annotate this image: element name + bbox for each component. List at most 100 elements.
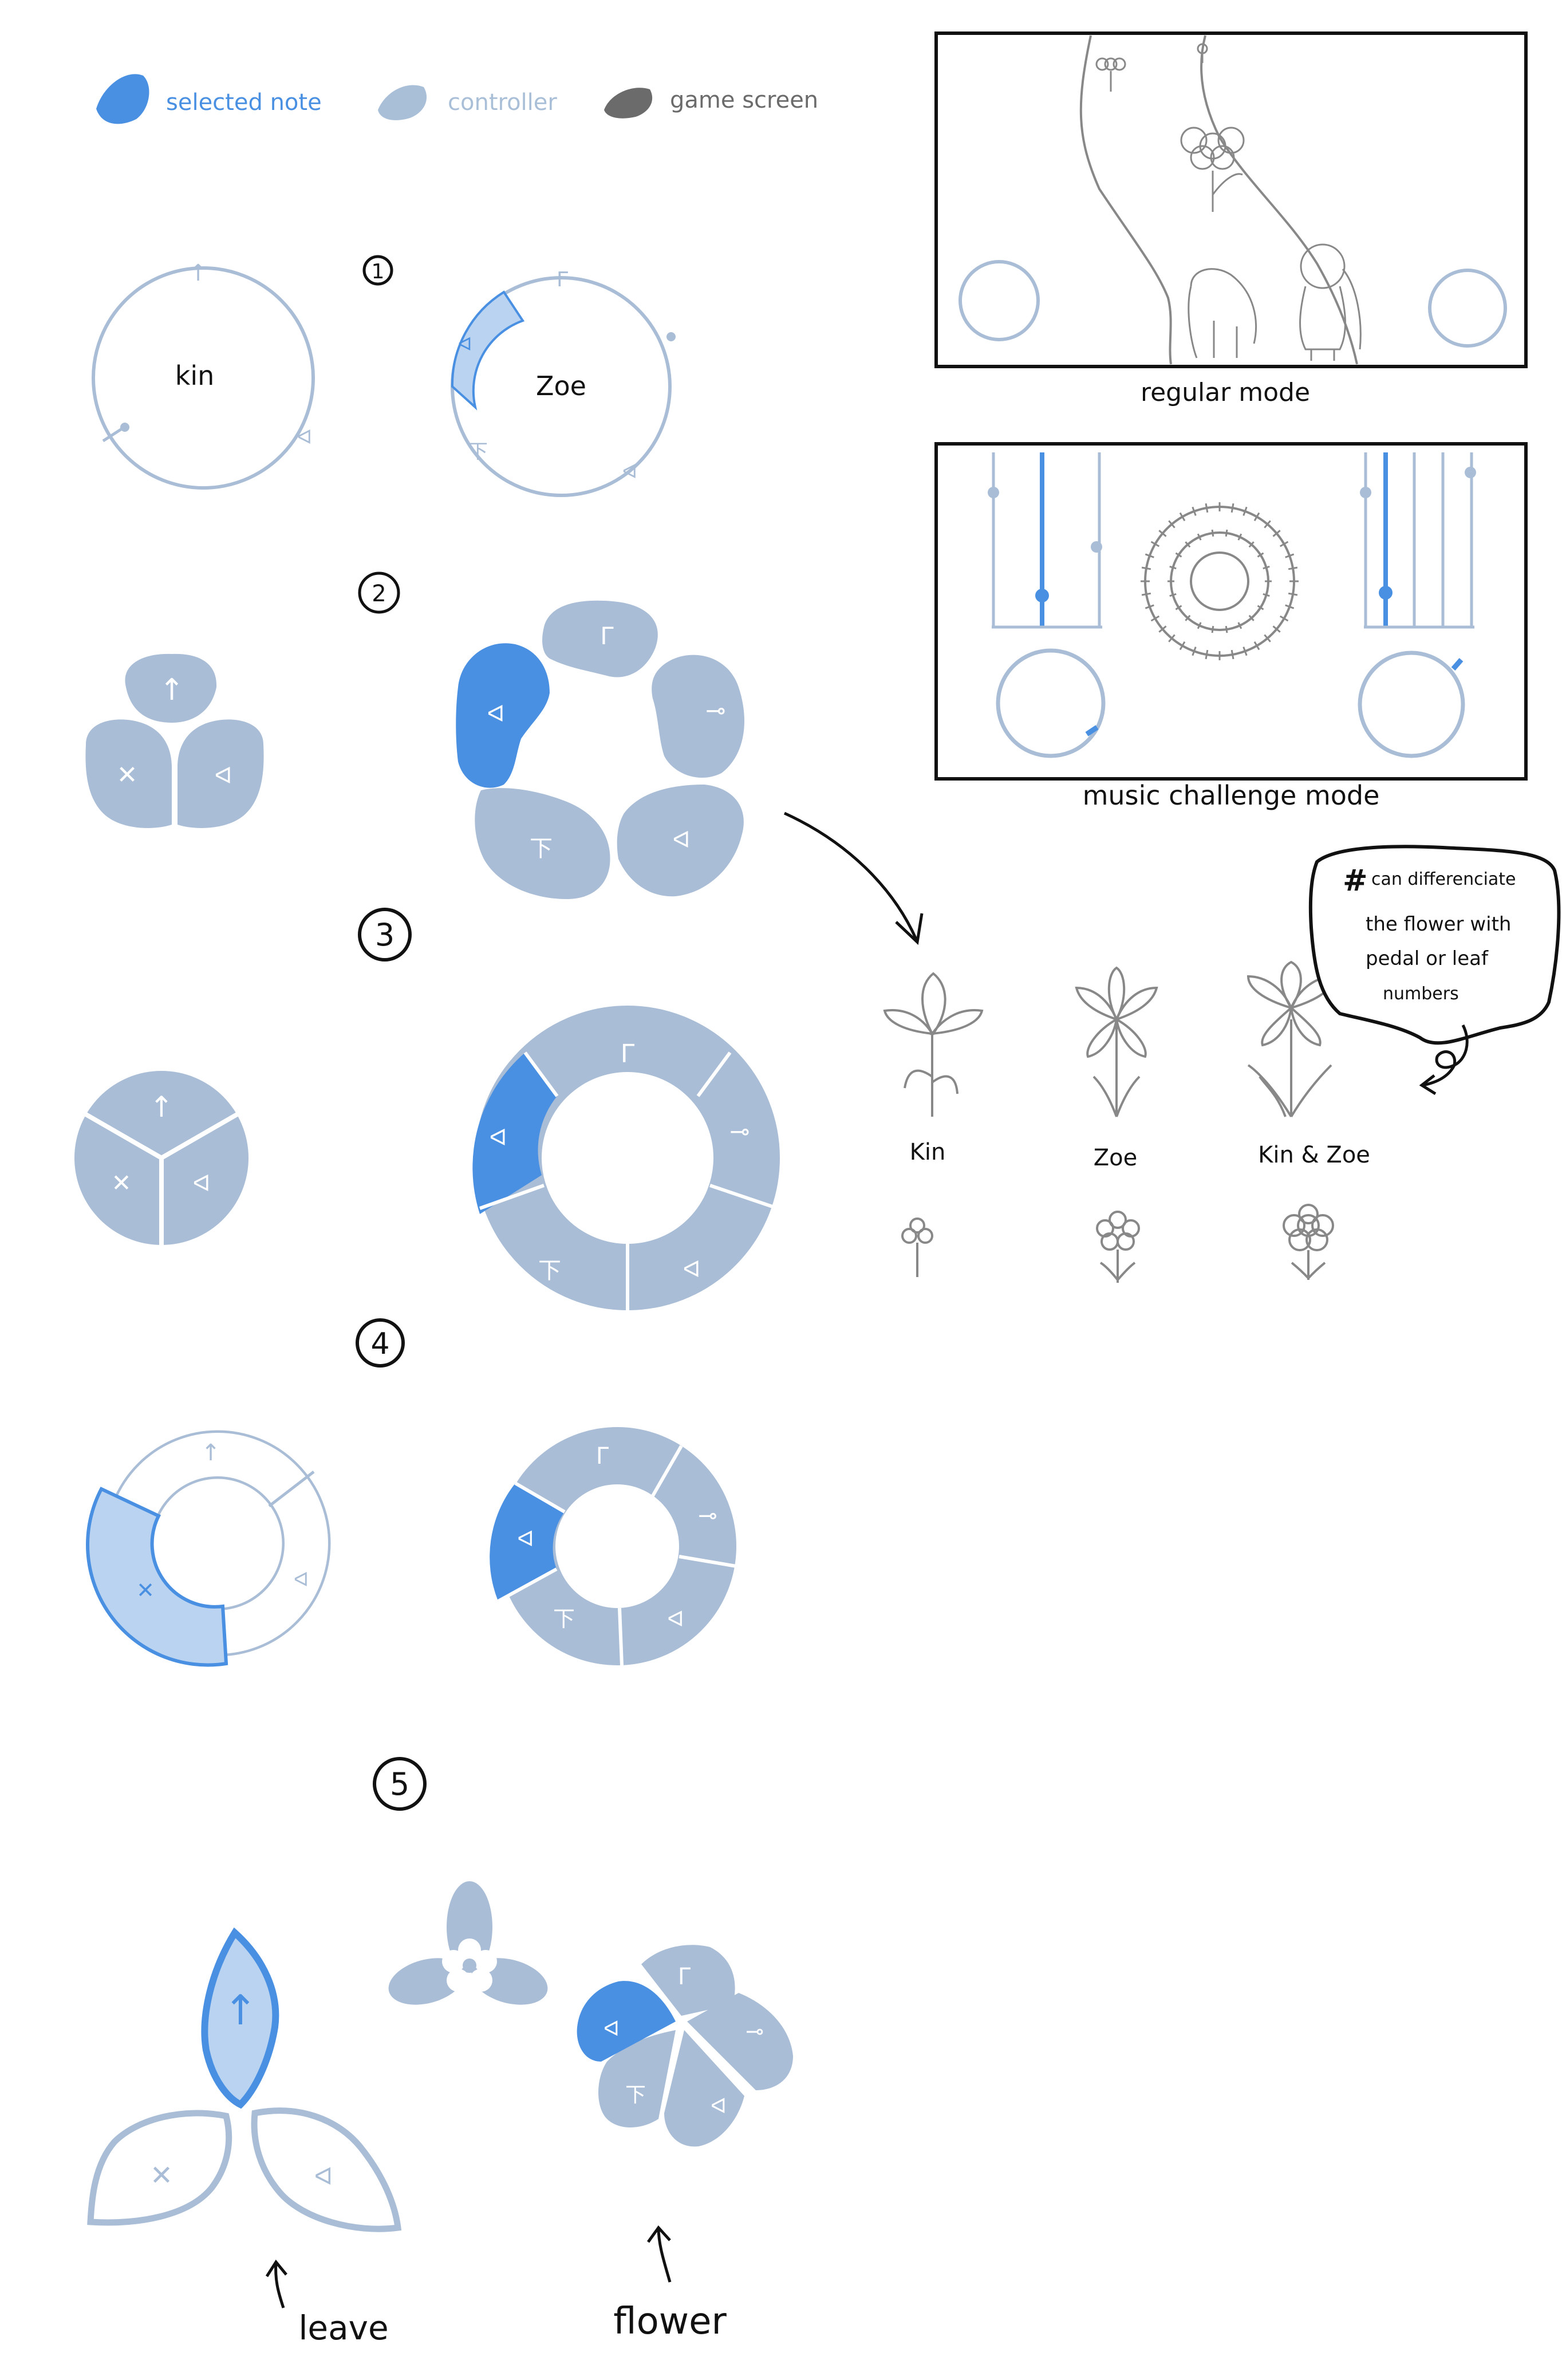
- legend-item-game-screen: game screen: [604, 87, 818, 119]
- up-arrow-icon: ↑: [159, 673, 184, 707]
- pin-marker-icon: ⊸: [746, 2019, 764, 2044]
- fork-marker-icon: 下: [538, 1258, 561, 1284]
- wheel-tick: [1168, 634, 1176, 643]
- step4-ring: Γ ⊸ ᐊ 下 ᐊ: [490, 1427, 737, 1666]
- legend-label-controller: controller: [448, 89, 557, 116]
- step3-ring: Γ ⊸ ᐊ 下 ᐊ: [472, 1006, 780, 1310]
- corner-marker-icon: Γ: [596, 1443, 609, 1469]
- wheel-tick: [1158, 530, 1167, 537]
- corner-marker-icon: Γ: [557, 268, 568, 291]
- corner-marker-icon: Γ: [621, 1039, 635, 1069]
- petal-lower-right: [617, 785, 744, 897]
- note-bubble-line: can differenciate: [1371, 869, 1516, 889]
- small-flower-kin: [901, 1217, 933, 1277]
- flower-label: flower: [613, 2300, 727, 2343]
- music-challenge-caption: music challenge mode: [1083, 780, 1380, 811]
- step1-zoe-selected-arc: [451, 290, 525, 411]
- step2-five-petal: Γ ⊸ ᐊ 下 ᐊ: [456, 600, 744, 899]
- wheel-tick: [1242, 506, 1248, 516]
- triangle-marker-icon: ᐊ: [297, 426, 312, 449]
- step1-zoe-label: Zoe: [536, 371, 586, 401]
- triangle-marker-icon: ᐊ: [215, 763, 232, 789]
- corner-marker-icon: Γ: [678, 1964, 691, 1990]
- wheel-tick: [1264, 520, 1271, 529]
- note-bubble-line: pedal or leaf: [1366, 947, 1489, 970]
- small-flowers: [901, 1204, 1334, 1283]
- svg-text:2: 2: [372, 581, 386, 607]
- wheel-tick: [1242, 647, 1248, 656]
- ring-segment-selected: [490, 1483, 565, 1601]
- wheel-tick: [1205, 649, 1209, 660]
- ring-segment-selected: [472, 1053, 557, 1214]
- wheel-tick: [1169, 565, 1177, 570]
- wheel-tick: [1197, 533, 1202, 541]
- petal-top: [125, 653, 217, 723]
- wheel-tick: [1279, 615, 1289, 622]
- wheel-tick: [1237, 533, 1242, 541]
- small-flower-zoe: [1096, 1211, 1140, 1283]
- wheel-tick: [1145, 604, 1154, 609]
- wheel-tick: [1230, 503, 1234, 513]
- triangle-marker-icon: ᐊ: [314, 2162, 333, 2190]
- svg-text:1: 1: [372, 260, 385, 283]
- step-markers: 1 2 3 4 5: [356, 255, 427, 1811]
- petal-upper-right: [652, 655, 744, 778]
- wheel-tick: [1257, 552, 1264, 558]
- step-marker-5: 5: [373, 1757, 427, 1811]
- step1-kin-ring: kin ↑ ᐊ: [92, 260, 315, 490]
- pin-marker-icon: ⊸: [705, 696, 725, 724]
- regular-mode-caption: regular mode: [1141, 378, 1310, 407]
- kin-flower-sketch: [883, 972, 984, 1117]
- legend-swatch-game-screen: [604, 88, 653, 119]
- pin-marker-icon: ✕: [111, 1169, 131, 1197]
- pin-marker-icon: ✕: [136, 1578, 155, 1603]
- pin-marker-icon: ⊸: [698, 1503, 717, 1529]
- triangle-marker-icon: ᐊ: [683, 1256, 701, 1283]
- petal-left-selected: [456, 643, 550, 788]
- step-marker-2: 2: [358, 572, 400, 614]
- fork-marker-icon: 下: [553, 1606, 575, 1632]
- arrow-to-flower: [646, 2225, 672, 2283]
- wheel-tick: [1185, 541, 1191, 548]
- pin-marker-icon: ✕: [150, 2160, 173, 2192]
- wheel-tick: [1192, 506, 1197, 516]
- regular-mode-screen: regular mode: [934, 31, 1528, 407]
- legend-label-game-screen: game screen: [670, 87, 818, 113]
- svg-text:5: 5: [390, 1766, 409, 1802]
- right-stick: [1358, 651, 1465, 758]
- note-bubble-symbol: #: [1343, 864, 1368, 898]
- step5-flower-controller: Γ ⊸ ᐊ 下 ᐊ: [577, 1945, 793, 2147]
- triangle-marker-icon: ᐊ: [193, 1171, 211, 1197]
- wheel-tick: [1192, 647, 1197, 656]
- wheel-tick: [1253, 512, 1260, 522]
- fork-marker-icon: 下: [530, 836, 553, 862]
- wheel-tick: [1237, 622, 1242, 629]
- zoe-flower-sketch: [1075, 966, 1158, 1117]
- wheel-tick: [1185, 614, 1191, 621]
- triangle-marker-icon: ᐊ: [667, 1606, 684, 1632]
- wheel-tick: [1230, 649, 1234, 660]
- wheel-tick: [1285, 553, 1295, 558]
- step2-three-petal: ↑ ✕ ᐊ: [85, 653, 264, 828]
- step-marker-4: 4: [356, 1318, 405, 1368]
- wheel-tick: [1257, 605, 1264, 610]
- pin-marker-icon: ✕: [117, 761, 138, 790]
- legend-item-controller: controller: [378, 85, 557, 120]
- triangle-marker-icon: ᐊ: [673, 827, 691, 853]
- wheel-tick: [1263, 565, 1270, 570]
- pin-marker-icon: [102, 427, 124, 443]
- wheel-tick: [1211, 529, 1214, 537]
- wheel-tick: [1197, 622, 1202, 629]
- up-arrow-icon: ↑: [149, 1090, 173, 1124]
- step3-pie: ↑ ✕ ᐊ: [74, 1071, 249, 1245]
- flower-label-kin-zoe: Kin & Zoe: [1258, 1142, 1370, 1168]
- wheel-tick: [1169, 593, 1177, 597]
- wheel-tick: [1175, 605, 1182, 610]
- leaf-right: [251, 2107, 402, 2232]
- wheel-tick: [1263, 593, 1270, 597]
- triangle-marker-icon: ᐊ: [458, 333, 472, 355]
- left-stick: [959, 260, 1040, 341]
- triangle-marker-icon: ᐊ: [490, 1125, 507, 1151]
- petal-left: [85, 719, 172, 828]
